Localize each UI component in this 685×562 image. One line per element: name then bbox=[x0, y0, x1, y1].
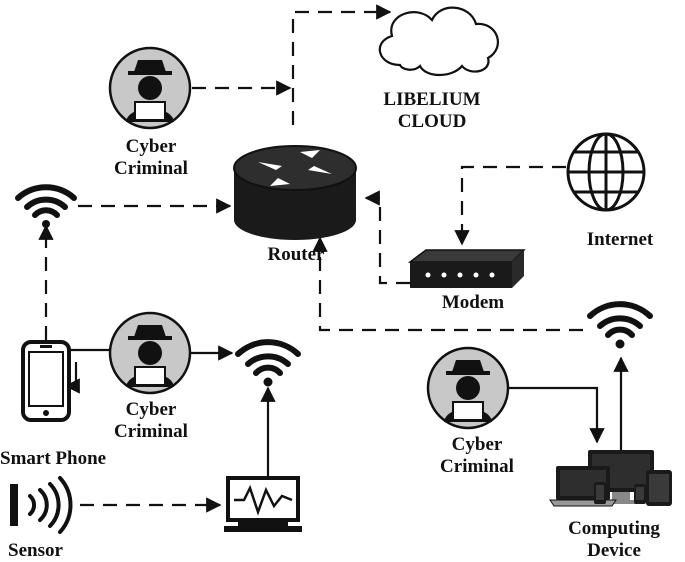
computing-devices-icon bbox=[549, 450, 672, 507]
smart-phone-label: Smart Phone bbox=[0, 448, 107, 469]
router-icon bbox=[233, 145, 357, 240]
sensor-label: Sensor bbox=[8, 540, 63, 561]
wifi-icon bbox=[587, 301, 653, 349]
cloud-icon bbox=[378, 6, 499, 77]
criminal-mid-label-line2: Criminal bbox=[114, 421, 188, 442]
hacker-icon bbox=[426, 346, 510, 430]
connector-modem-router bbox=[364, 190, 410, 285]
router-label: Router bbox=[267, 244, 325, 265]
globe-icon bbox=[566, 132, 646, 212]
connector-wifi-right-router bbox=[312, 236, 583, 332]
criminal-top-label-line2: Criminal bbox=[114, 158, 188, 179]
monitor-icon bbox=[224, 476, 302, 532]
criminal-top-label: Cyber Criminal bbox=[96, 136, 206, 180]
criminal-right-label-line1: Cyber bbox=[451, 434, 503, 455]
cloud-label-line1: LIBELIUM bbox=[383, 89, 481, 110]
wifi-icon bbox=[15, 184, 77, 228]
modem-label: Modem bbox=[441, 292, 505, 313]
criminal-top-label-line1: Cyber bbox=[125, 136, 177, 157]
computing-device-label-line1: Computing bbox=[568, 518, 660, 539]
sensor-icon bbox=[10, 476, 73, 534]
criminal-mid-label: Cyber Criminal bbox=[96, 399, 206, 443]
hacker-icon bbox=[108, 311, 192, 395]
connector-criminal-device bbox=[508, 386, 605, 444]
smartphone-icon bbox=[21, 340, 71, 422]
cloud-label-line2: CLOUD bbox=[397, 111, 467, 132]
criminal-right-label-line2: Criminal bbox=[440, 456, 514, 477]
connector-internet-modem bbox=[454, 165, 566, 246]
modem-icon bbox=[407, 249, 526, 288]
computing-device-label-line2: Device bbox=[587, 540, 641, 561]
criminal-mid-label-line1: Cyber bbox=[125, 399, 177, 420]
internet-label: Internet bbox=[586, 229, 654, 250]
computing-device-label: Computing Device bbox=[554, 518, 674, 562]
criminal-right-label: Cyber Criminal bbox=[422, 434, 532, 478]
wifi-icon bbox=[235, 339, 301, 387]
cloud-label: LIBELIUM CLOUD bbox=[372, 89, 492, 133]
hacker-icon bbox=[108, 46, 192, 130]
